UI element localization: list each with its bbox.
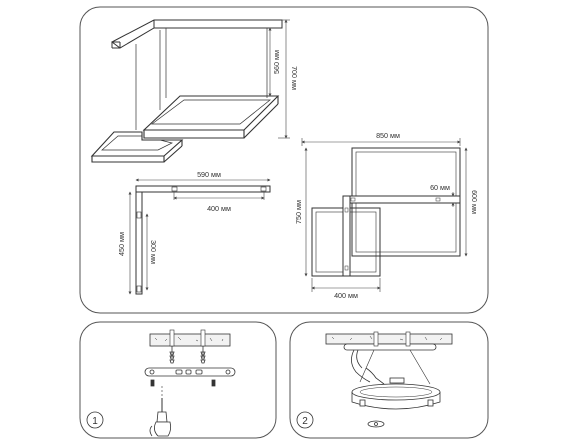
- dim-850: 850 мм: [376, 131, 400, 140]
- perspective-view: [90, 19, 283, 163]
- side-dimension-lines: [128, 178, 271, 295]
- dim-300: 300 мм: [149, 240, 158, 264]
- dim-400-side: 400 мм: [207, 204, 231, 213]
- step-2-badge: [296, 411, 314, 429]
- plan-view: [311, 147, 461, 277]
- dim-590: 590 мм: [197, 170, 221, 179]
- top-panel-frame: [79, 6, 489, 314]
- dim-60: 60 мм: [430, 183, 450, 192]
- step-1-badge: [86, 411, 104, 429]
- step-1-panel: [79, 321, 277, 439]
- dim-600: 600 мм: [470, 190, 479, 214]
- step-2-panel: [289, 321, 489, 439]
- side-view: [135, 185, 271, 295]
- step-2-number: 2: [302, 416, 308, 427]
- dim-750: 750 мм: [294, 200, 303, 224]
- dim-700: 700 мм: [290, 66, 299, 90]
- step-1-drawing: [144, 329, 236, 437]
- dim-560: 560 мм: [272, 50, 281, 74]
- dim-450: 450 мм: [117, 232, 126, 256]
- step-1-number: 1: [92, 416, 98, 427]
- dim-400-plan: 400 мм: [334, 291, 358, 300]
- plan-dimension-lines: [301, 138, 468, 292]
- perspective-dimension-lines: [268, 19, 290, 139]
- step-2-drawing: [325, 331, 453, 428]
